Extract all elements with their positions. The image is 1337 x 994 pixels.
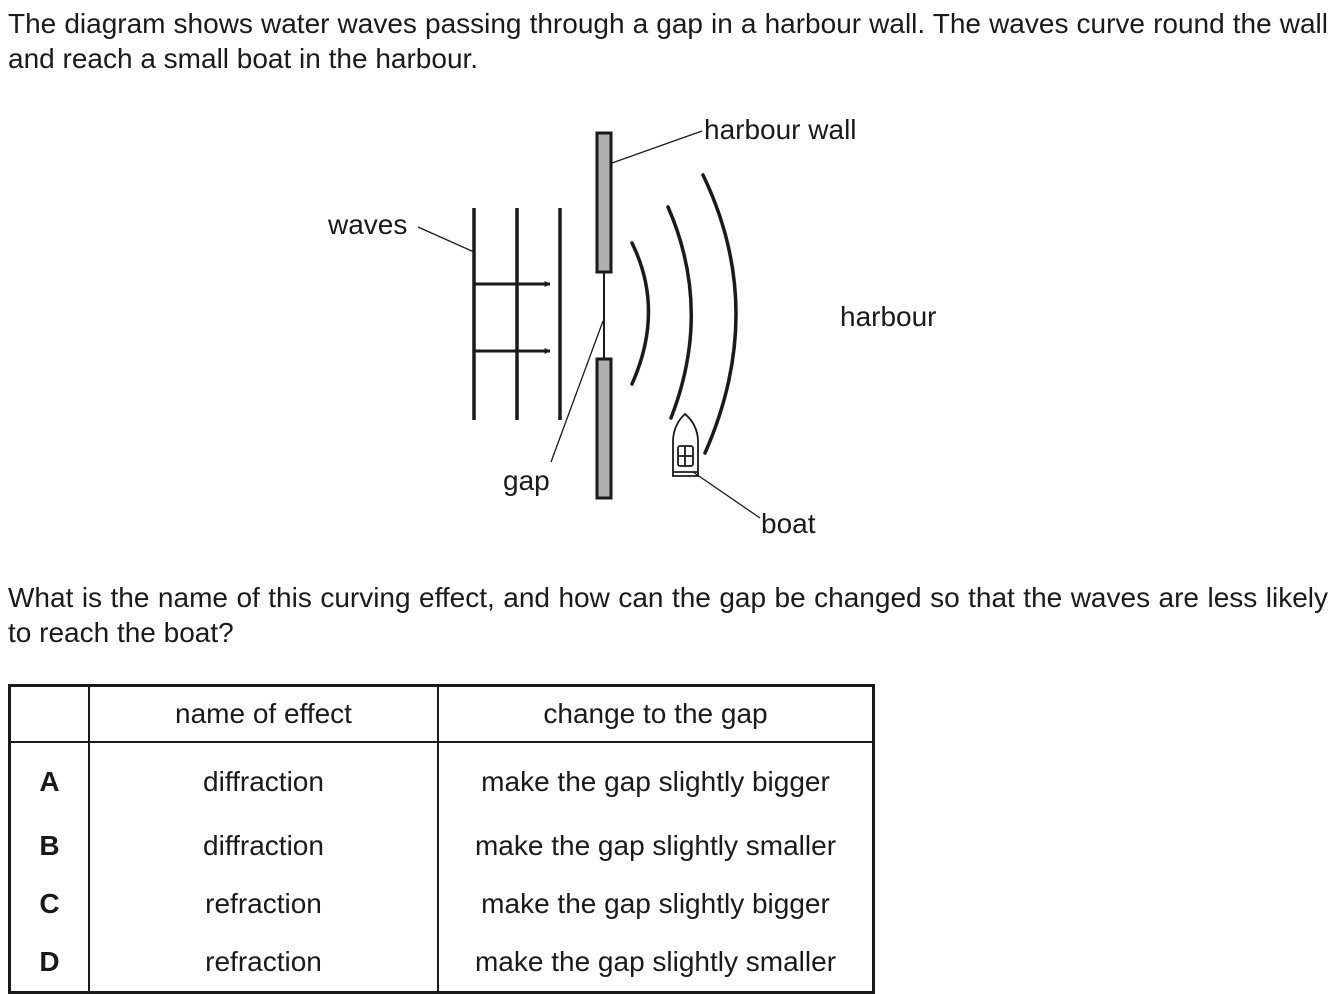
label-harbour: harbour	[840, 301, 937, 332]
intro-paragraph: The diagram shows water waves passing th…	[8, 8, 1328, 74]
option-letter: B	[9, 817, 90, 875]
wave-direction-arrows	[474, 281, 551, 354]
table-row[interactable]: C refraction make the gap slightly bigge…	[9, 875, 874, 933]
label-gap: gap	[503, 465, 550, 496]
leader-lines	[417, 130, 761, 519]
option-letter: A	[9, 742, 90, 817]
table-header-row: name of effect change to the gap	[9, 685, 874, 743]
option-effect: refraction	[89, 875, 439, 933]
wall-lower-section	[595, 357, 613, 500]
header-name-of-effect: name of effect	[89, 685, 439, 743]
option-change: make the gap slightly bigger	[481, 766, 830, 797]
label-boat: boat	[761, 508, 816, 539]
header-change-to-gap: change to the gap	[438, 685, 874, 743]
wall-upper-section	[595, 131, 613, 274]
header-option	[9, 685, 90, 743]
option-effect: diffraction	[89, 817, 439, 875]
option-letter: D	[9, 933, 90, 993]
option-change: make the gap slightly bigger	[481, 888, 830, 919]
incoming-wavefronts	[472, 208, 562, 420]
harbour-wall	[595, 131, 613, 500]
table-row[interactable]: B diffraction make the gap slightly smal…	[9, 817, 874, 875]
answer-options-table: name of effect change to the gap A diffr…	[8, 684, 875, 994]
table-row[interactable]: D refraction make the gap slightly small…	[9, 933, 874, 993]
leader-gap	[550, 320, 604, 463]
boat-icon	[672, 412, 699, 477]
diffracted-wavefronts	[630, 173, 738, 455]
harbour-diagram: harbour wall waves harbour gap boat	[327, 114, 937, 539]
curved-wavefront-1	[630, 241, 651, 386]
option-effect: diffraction	[89, 742, 439, 817]
option-change: make the gap slightly smaller	[474, 830, 837, 861]
option-change: make the gap slightly smaller	[474, 946, 837, 977]
leader-boat	[692, 471, 761, 519]
leader-waves	[417, 226, 475, 253]
leader-harbour-wall	[611, 130, 703, 164]
label-waves: waves	[327, 209, 407, 240]
curved-wavefront-3	[701, 173, 738, 455]
option-letter: C	[9, 875, 90, 933]
label-harbour-wall: harbour wall	[704, 114, 857, 145]
question-paragraph: What is the name of this curving effect,…	[8, 582, 1328, 648]
table-row[interactable]: A diffraction make the gap slightly bigg…	[9, 742, 874, 817]
option-effect: refraction	[89, 933, 439, 993]
curved-wavefront-2	[666, 205, 694, 420]
